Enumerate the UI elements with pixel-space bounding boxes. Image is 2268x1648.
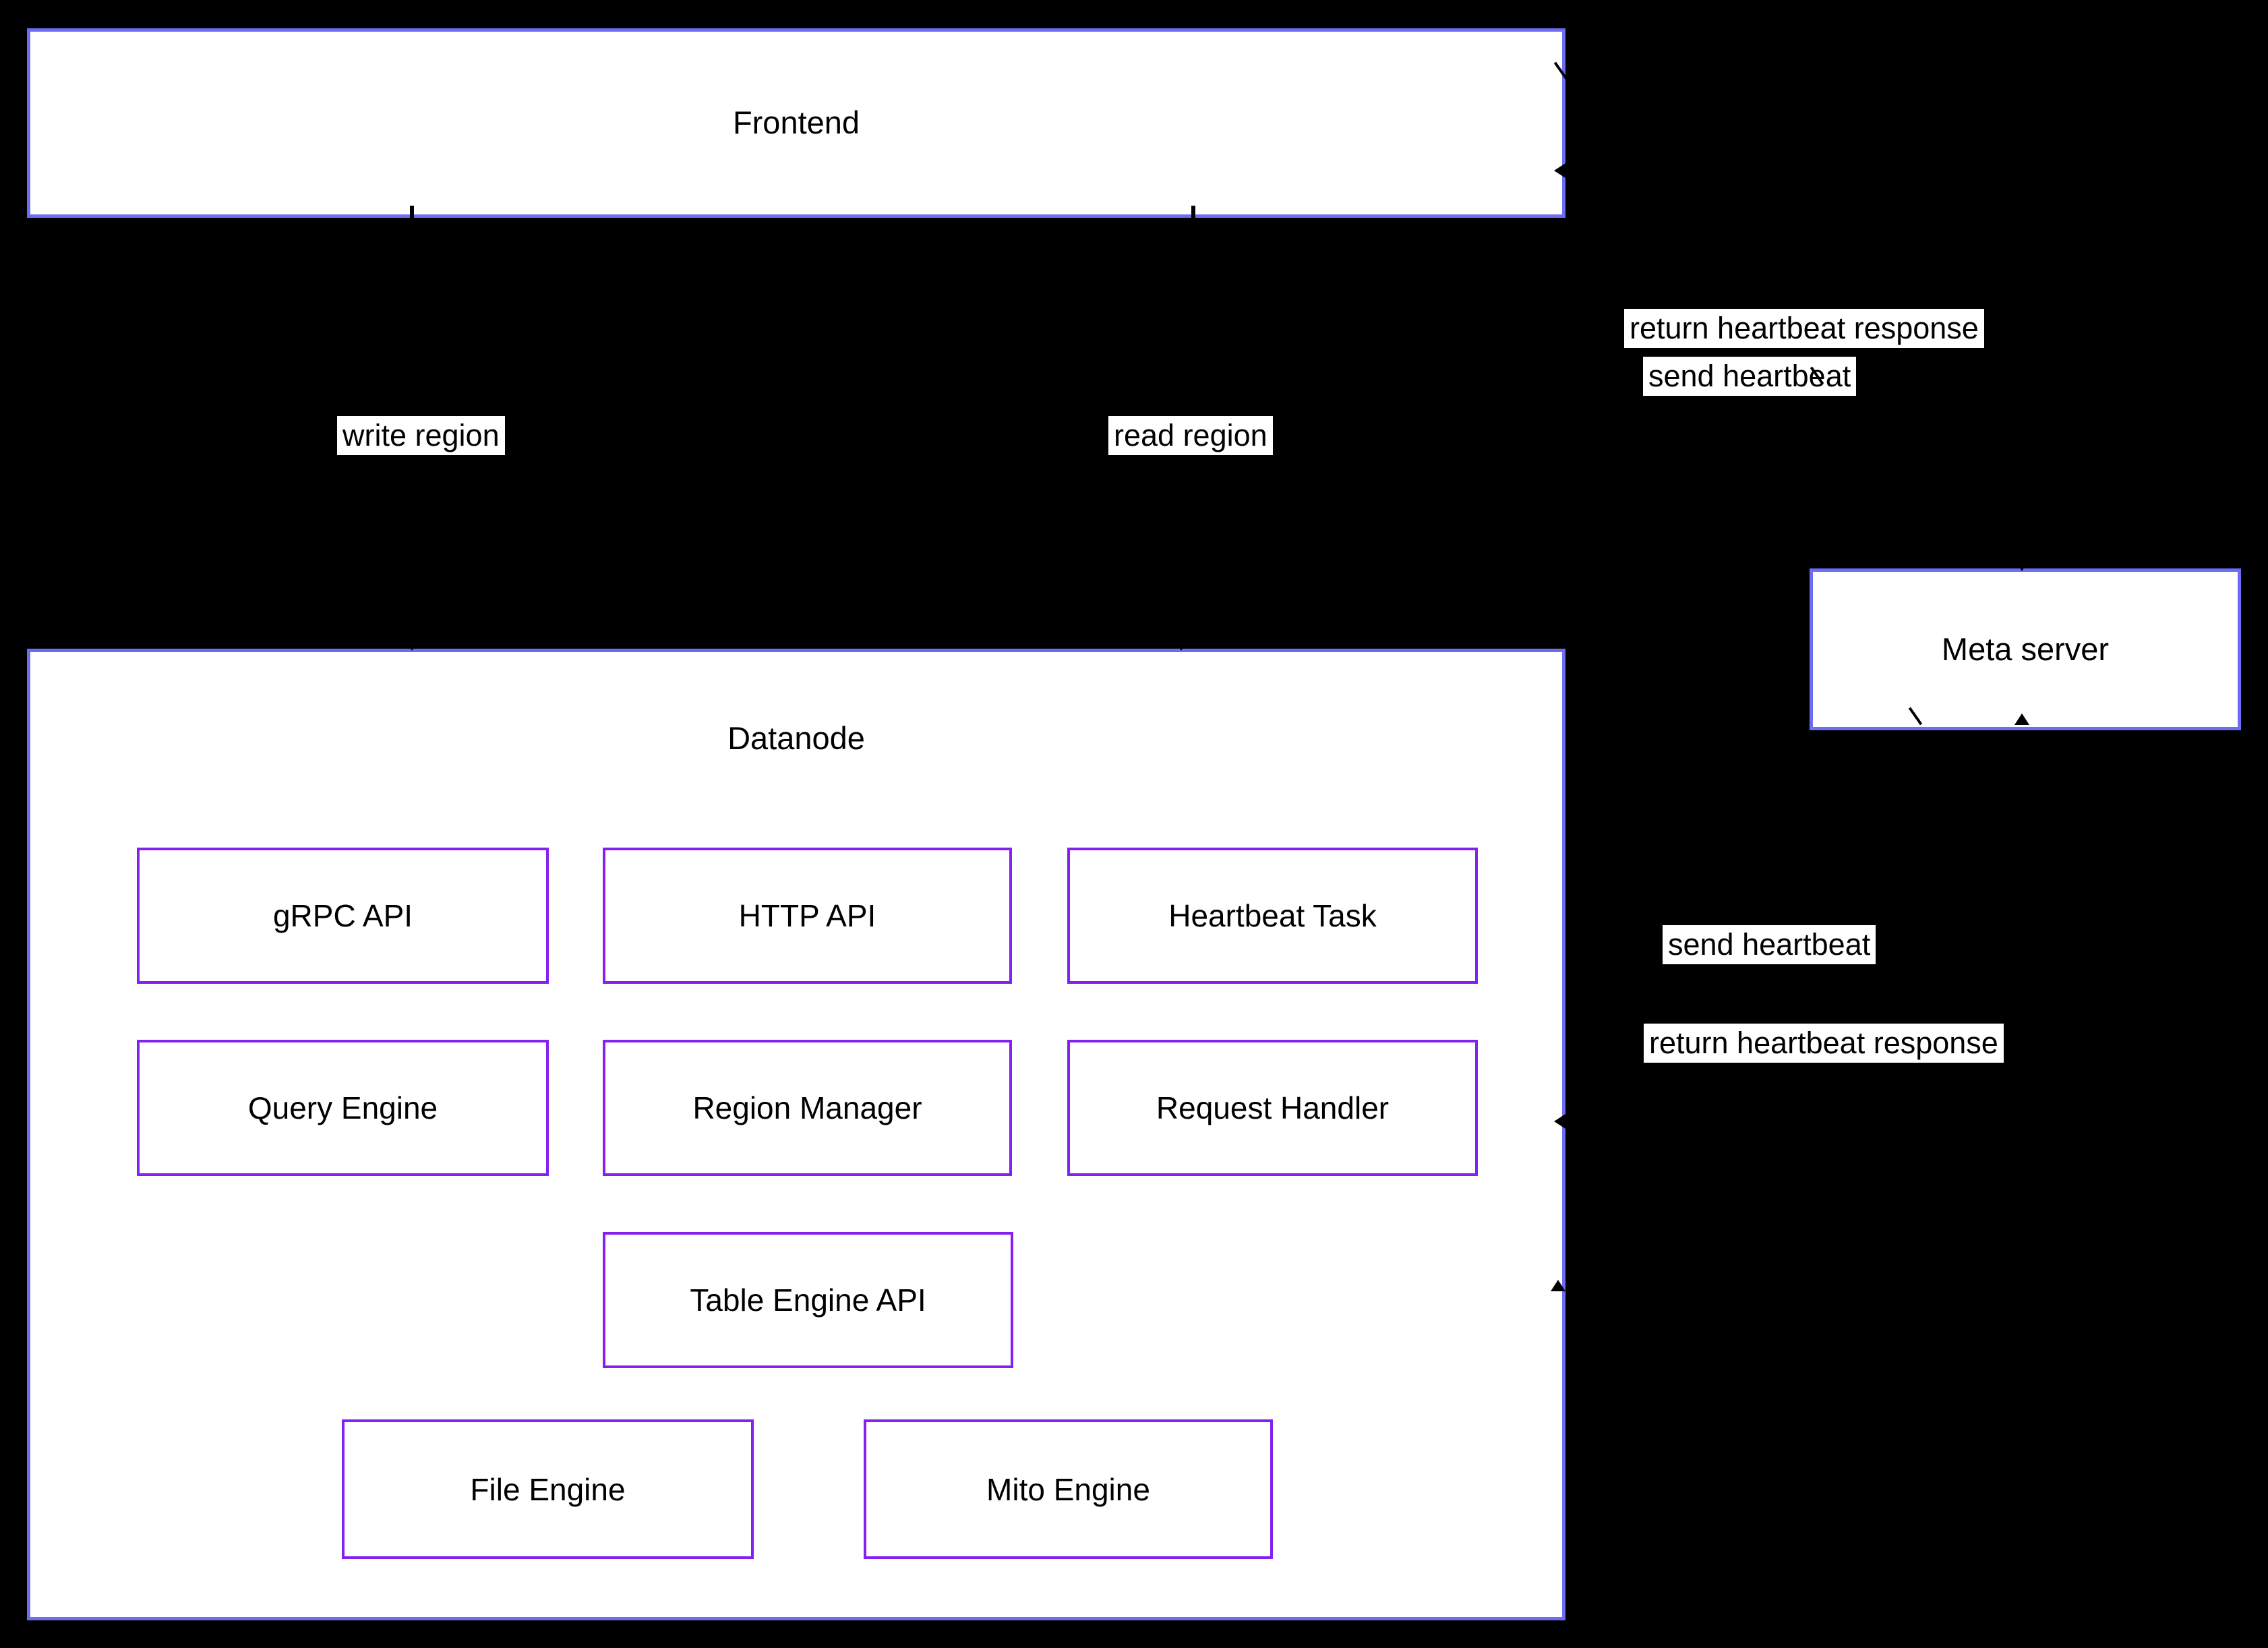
arrow-tick-write-region-frontend-exit <box>410 206 414 222</box>
arrow-tick-meta-top-left <box>1908 549 1923 568</box>
component-table-engine-api-label: Table Engine API <box>690 1283 926 1318</box>
component-http-api-label: HTTP API <box>738 898 876 933</box>
arrowhead-send-heartbeat-meta-top-enter <box>2015 560 2029 571</box>
edge-label-read-region: read region <box>1108 416 1273 455</box>
arrowhead-write-region-datanode-enter <box>405 639 419 651</box>
component-file-engine-label: File Engine <box>470 1471 626 1507</box>
edge-label-send-heartbeat-datanode: send heartbeat <box>1663 925 1876 964</box>
component-request-handler-label: Request Handler <box>1156 1090 1390 1125</box>
component-grpc-api: gRPC API <box>137 848 549 984</box>
component-query-engine: Query Engine <box>137 1040 549 1176</box>
component-request-handler: Request Handler <box>1067 1040 1478 1176</box>
arrowhead-send-heartbeat-datanode-exit <box>1551 1280 1565 1291</box>
datanode-label: Datanode <box>727 720 865 756</box>
component-file-engine: File Engine <box>342 1419 754 1559</box>
edge-label-return-heartbeat-response-datanode: return heartbeat response <box>1644 1024 2004 1063</box>
component-region-manager-label: Region Manager <box>692 1090 922 1125</box>
frontend-label: Frontend <box>732 105 860 141</box>
component-table-engine-api: Table Engine API <box>603 1232 1013 1368</box>
component-http-api: HTTP API <box>603 848 1012 984</box>
component-region-manager: Region Manager <box>603 1040 1012 1176</box>
arrowhead-send-heartbeat-meta-bottom-enter <box>2015 713 2029 725</box>
component-mito-engine-label: Mito Engine <box>986 1471 1150 1507</box>
arrowhead-return-heartbeat-datanode-enter <box>1554 1114 1565 1129</box>
edge-label-return-heartbeat-response-frontend: return heartbeat response <box>1624 309 1984 348</box>
edge-label-send-heartbeat-frontend: send heartbeat <box>1643 357 1857 396</box>
component-mito-engine: Mito Engine <box>864 1419 1273 1559</box>
arrowhead-read-region-datanode-enter <box>1174 639 1189 651</box>
component-grpc-api-label: gRPC API <box>272 898 413 933</box>
arrow-tick-read-region-frontend-exit <box>1191 206 1195 222</box>
component-heartbeat-task-label: Heartbeat Task <box>1168 898 1377 933</box>
meta-server-node: Meta server <box>1810 568 2241 730</box>
arrowhead-return-heartbeat-frontend-enter <box>1554 163 1565 178</box>
component-query-engine-label: Query Engine <box>247 1090 438 1125</box>
meta-server-label: Meta server <box>1941 630 2110 667</box>
frontend-node: Frontend <box>27 28 1565 218</box>
datanode-node: Datanode gRPC API HTTP API Heartbeat Tas… <box>27 649 1565 1620</box>
component-heartbeat-task: Heartbeat Task <box>1067 848 1478 984</box>
edge-label-write-region: write region <box>337 416 505 455</box>
